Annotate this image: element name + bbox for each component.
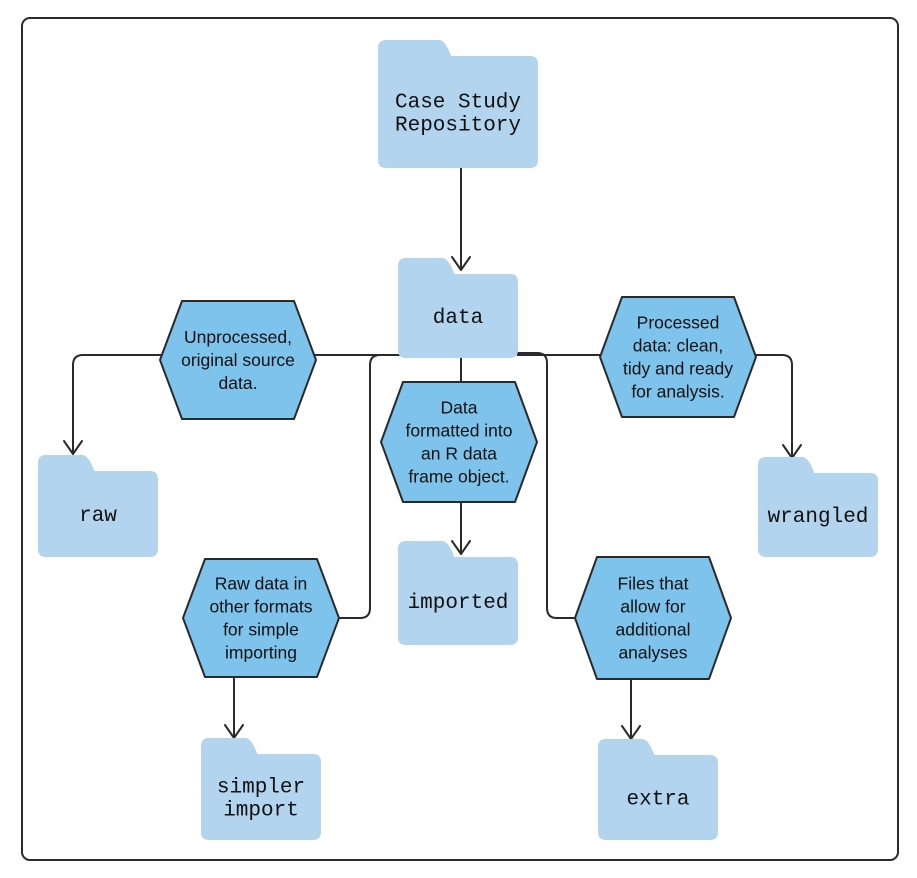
description-simpler-import-line: Raw data in <box>215 574 307 594</box>
folder-icon <box>398 258 518 358</box>
folder-icon <box>398 541 518 645</box>
description-imported-line: frame object. <box>408 467 509 487</box>
connector-data-to-extra <box>517 352 585 619</box>
folder-raw: raw <box>38 455 158 557</box>
hexagon-imported: Data formatted into an R data frame object. <box>380 381 538 503</box>
folder-label-extra: extra <box>626 789 689 812</box>
hexagon-shape <box>380 381 538 503</box>
hexagon-simpler-import: Raw data in other formats for simple import… <box>182 558 340 678</box>
description-extra-line: allow for <box>620 597 685 617</box>
connector-data-to-raw <box>72 354 400 452</box>
folder-icon <box>378 40 538 168</box>
description-raw-line: original source <box>181 350 295 370</box>
description-extra-line: additional <box>616 620 691 640</box>
folder-icon <box>598 739 718 840</box>
hexagon-shape <box>599 296 757 418</box>
description-raw-line: Unprocessed, <box>184 327 292 347</box>
description-wrangled-line: data: clean, <box>633 336 723 356</box>
hexagon-shape <box>574 556 732 680</box>
description-simpler-import-line: importing <box>225 643 297 663</box>
folder-label-simpler-import: simpler <box>217 777 305 800</box>
folder-label-raw: raw <box>79 505 117 528</box>
connector-data-to-simpler-import <box>320 354 400 619</box>
folder-label-root: Case Study <box>395 92 521 115</box>
folder-label-data: data <box>433 307 483 330</box>
folder-wrangled: wrangled <box>758 457 878 557</box>
description-imported-line: an R data <box>421 444 497 464</box>
hexagon-wrangled: Processed data: clean, tidy and ready for a… <box>599 296 757 418</box>
folder-extra: extra <box>598 739 718 840</box>
description-wrangled-line: for analysis. <box>631 382 724 402</box>
description-extra-line: Files that <box>618 574 689 594</box>
description-imported-line: Data <box>441 398 478 418</box>
description-wrangled-line: tidy and ready <box>623 359 733 379</box>
description-raw-line: data. <box>219 373 258 393</box>
description-extra-line: analyses <box>618 643 687 663</box>
folder-imported: imported <box>398 541 518 645</box>
arrowhead-data <box>451 256 471 271</box>
folder-icon <box>201 738 321 840</box>
folder-icon <box>38 455 158 557</box>
description-imported-line: formatted into <box>406 421 513 441</box>
arrowhead-raw <box>63 440 83 455</box>
folder-label-wrangled: wrangled <box>768 506 869 529</box>
arrowhead-imported <box>451 540 471 555</box>
hexagon-shape <box>182 558 340 678</box>
hexagon-extra: Files that allow for additional analyses <box>574 556 732 680</box>
connector-data-to-wrangled <box>517 354 793 456</box>
folder-data: data <box>398 258 518 358</box>
folder-label-simpler-import: import <box>223 800 299 823</box>
hexagon-shape <box>159 300 317 420</box>
folder-label-imported: imported <box>408 592 509 615</box>
hexagon-raw: Unprocessed, original source data. <box>159 300 317 420</box>
folder-icon <box>758 457 878 557</box>
description-simpler-import-line: for simple <box>223 620 299 640</box>
folder-label-root: Repository <box>395 115 521 138</box>
description-wrangled-line: Processed <box>637 313 720 333</box>
description-hexagons: Unprocessed, original source data. Data form… <box>159 296 757 680</box>
description-simpler-import-line: other formats <box>209 597 312 617</box>
